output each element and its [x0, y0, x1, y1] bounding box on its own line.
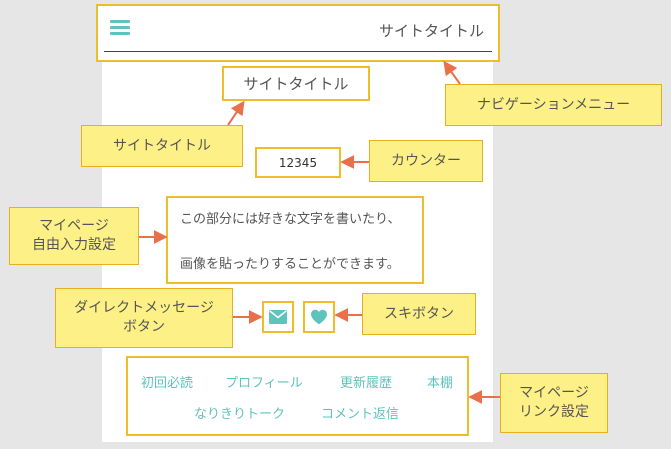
- like-button[interactable]: [303, 301, 335, 333]
- nav-divider: [104, 51, 492, 52]
- link-first-read[interactable]: 初回必読: [141, 376, 194, 391]
- callout-mypage-free-text: マイページ 自由入力設定: [9, 207, 139, 265]
- callout-dm-button: ダイレクトメッセージ ボタン: [55, 288, 233, 348]
- callout-like-button: スキボタン: [362, 293, 476, 335]
- callout-counter: カウンター: [369, 140, 483, 182]
- link-update-history[interactable]: 更新履歴: [340, 376, 393, 391]
- link-profile[interactable]: プロフィール: [225, 376, 303, 391]
- mypage-links: 初回必読 プロフィール 更新履歴 本棚 なりきりトーク コメント返信: [126, 356, 469, 436]
- envelope-icon: [269, 310, 287, 324]
- nav-site-title[interactable]: サイトタイトル: [378, 22, 484, 40]
- free-text-line-1: この部分には好きな文字を書いたり、: [180, 212, 401, 227]
- link-bookshelf[interactable]: 本棚: [427, 376, 454, 391]
- visitor-counter: 12345: [255, 147, 341, 178]
- free-text-line-2: 画像を貼ったりすることができます。: [180, 257, 400, 272]
- mypage-free-text: この部分には好きな文字を書いたり、 画像を貼ったりすることができます。: [166, 196, 424, 284]
- navigation-bar: サイトタイトル: [96, 4, 500, 62]
- heart-icon: [311, 309, 327, 325]
- callout-mypage-links: マイページ リンク設定: [500, 373, 608, 433]
- link-comment-reply[interactable]: コメント返信: [321, 407, 400, 422]
- callout-site-title: サイトタイトル: [81, 125, 243, 167]
- callout-navigation-menu: ナビゲーションメニュー: [445, 84, 662, 126]
- hamburger-icon[interactable]: [110, 20, 130, 36]
- site-title[interactable]: サイトタイトル: [222, 66, 370, 101]
- link-narikiri-talk[interactable]: なりきりトーク: [194, 407, 286, 422]
- direct-message-button[interactable]: [262, 301, 294, 333]
